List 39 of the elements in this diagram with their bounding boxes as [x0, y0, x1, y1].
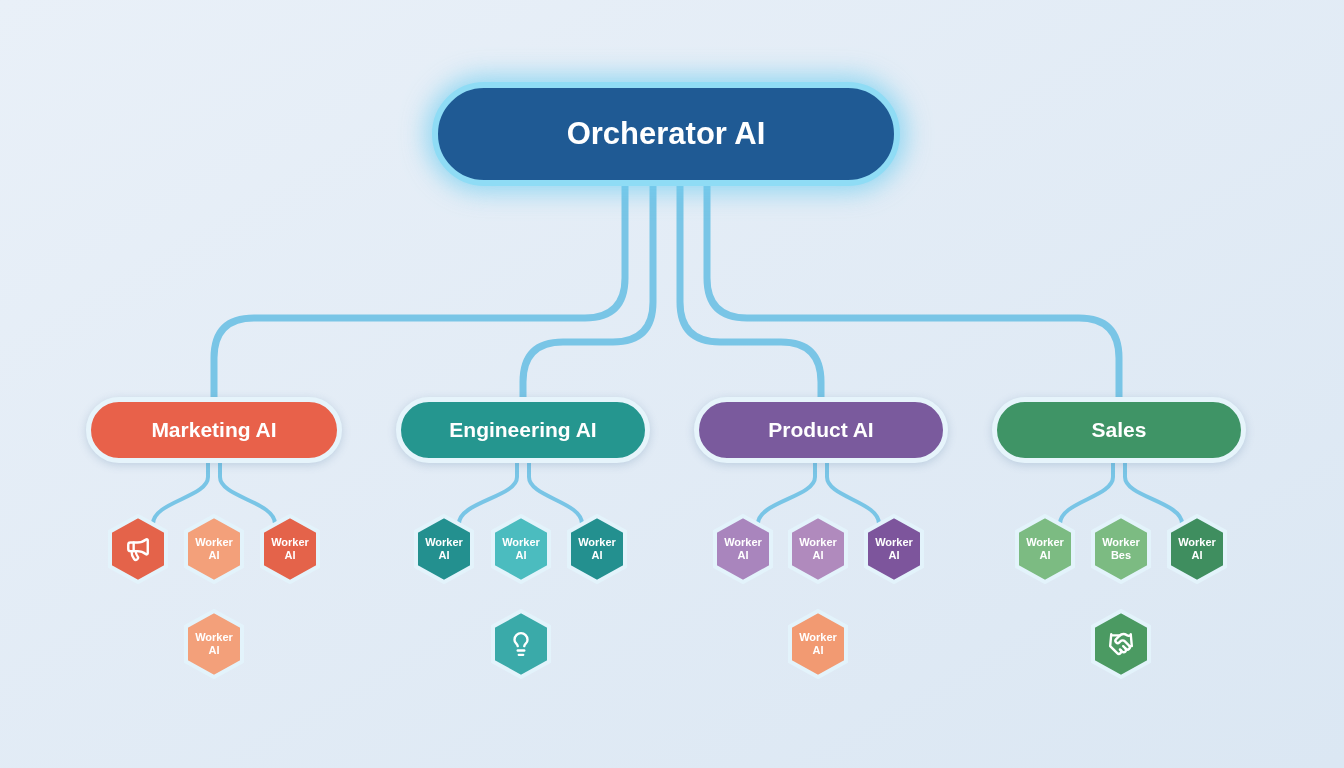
- node-label: Sales: [1091, 417, 1147, 444]
- department-pill: [694, 397, 948, 463]
- node-label: Engineering AI: [449, 417, 597, 444]
- node-label: Worker AI: [798, 631, 838, 657]
- node-label: Worker AI: [194, 631, 234, 657]
- worker-hexagon: [863, 514, 925, 584]
- node-label: Marketing AI: [151, 417, 277, 444]
- worker-hexagon: [1166, 514, 1228, 584]
- department-pill: [992, 397, 1246, 463]
- node-label: Worker AI: [501, 536, 541, 562]
- node-label: Worker AI: [194, 536, 234, 562]
- node-label: Worker AI: [577, 536, 617, 562]
- worker-hexagon: [787, 514, 849, 584]
- worker-hexagon: [712, 514, 774, 584]
- worker-hexagon: [787, 609, 849, 679]
- node-label: Orcherator AI: [566, 114, 766, 153]
- node-label: Worker AI: [270, 536, 310, 562]
- icon-hexagon: [490, 609, 552, 679]
- node-label: Worker AI: [723, 536, 763, 562]
- worker-hexagon: [1090, 514, 1152, 584]
- node-label: Worker AI: [424, 536, 464, 562]
- node-label: Worker AI: [1177, 536, 1217, 562]
- orchestrator-pill: [432, 82, 900, 186]
- worker-hexagon: [183, 609, 245, 679]
- worker-hexagon: [1014, 514, 1076, 584]
- department-pill: [396, 397, 650, 463]
- icon-hexagon: [1090, 609, 1152, 679]
- worker-hexagon: [259, 514, 321, 584]
- department-pill: [86, 397, 342, 463]
- worker-hexagon: [183, 514, 245, 584]
- node-label: Worker AI: [798, 536, 838, 562]
- node-label: Worker Bes: [1101, 536, 1141, 562]
- node-label: Worker AI: [1025, 536, 1065, 562]
- node-label: Worker AI: [874, 536, 914, 562]
- worker-hexagon: [490, 514, 552, 584]
- icon-hexagon: [107, 514, 169, 584]
- worker-hexagon: [413, 514, 475, 584]
- node-label: Product AI: [768, 417, 874, 444]
- worker-hexagon: [566, 514, 628, 584]
